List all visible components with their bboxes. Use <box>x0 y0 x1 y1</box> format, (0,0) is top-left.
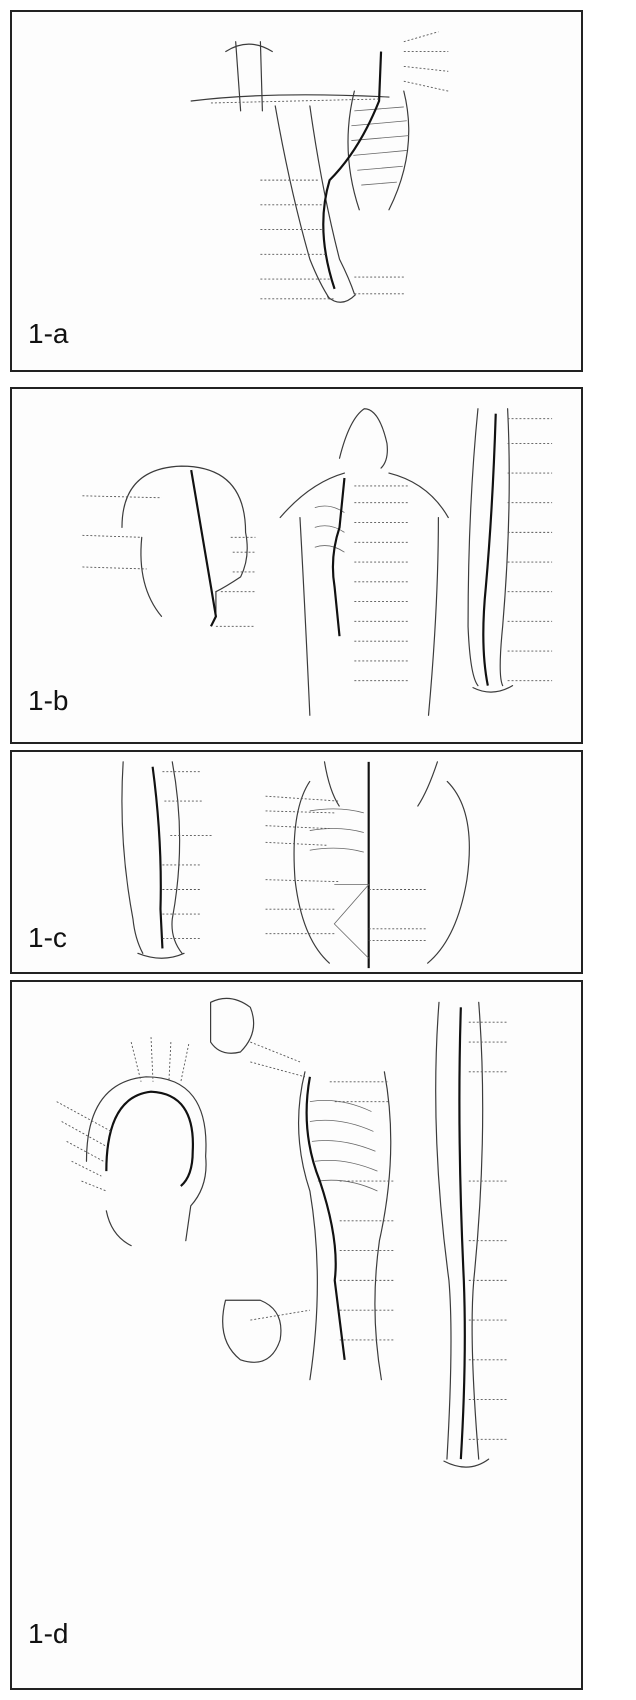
panel-label: 1-c <box>28 922 67 954</box>
figure-panel-1c: 1-c <box>10 750 583 974</box>
figure-panel-1b: 1-b <box>10 387 583 744</box>
panel-label: 1-d <box>28 1618 68 1650</box>
panel-label: 1-a <box>28 318 68 350</box>
head-side-torso-leg-illustration <box>12 982 581 1688</box>
panel-label: 1-b <box>28 685 68 717</box>
leg-torso-front-illustration <box>12 752 581 972</box>
figure-panel-1a: 1-a <box>10 10 583 372</box>
head-torso-leg-illustration <box>12 389 581 742</box>
arm-chest-illustration <box>12 12 581 370</box>
figure-panel-1d: 1-d <box>10 980 583 1690</box>
